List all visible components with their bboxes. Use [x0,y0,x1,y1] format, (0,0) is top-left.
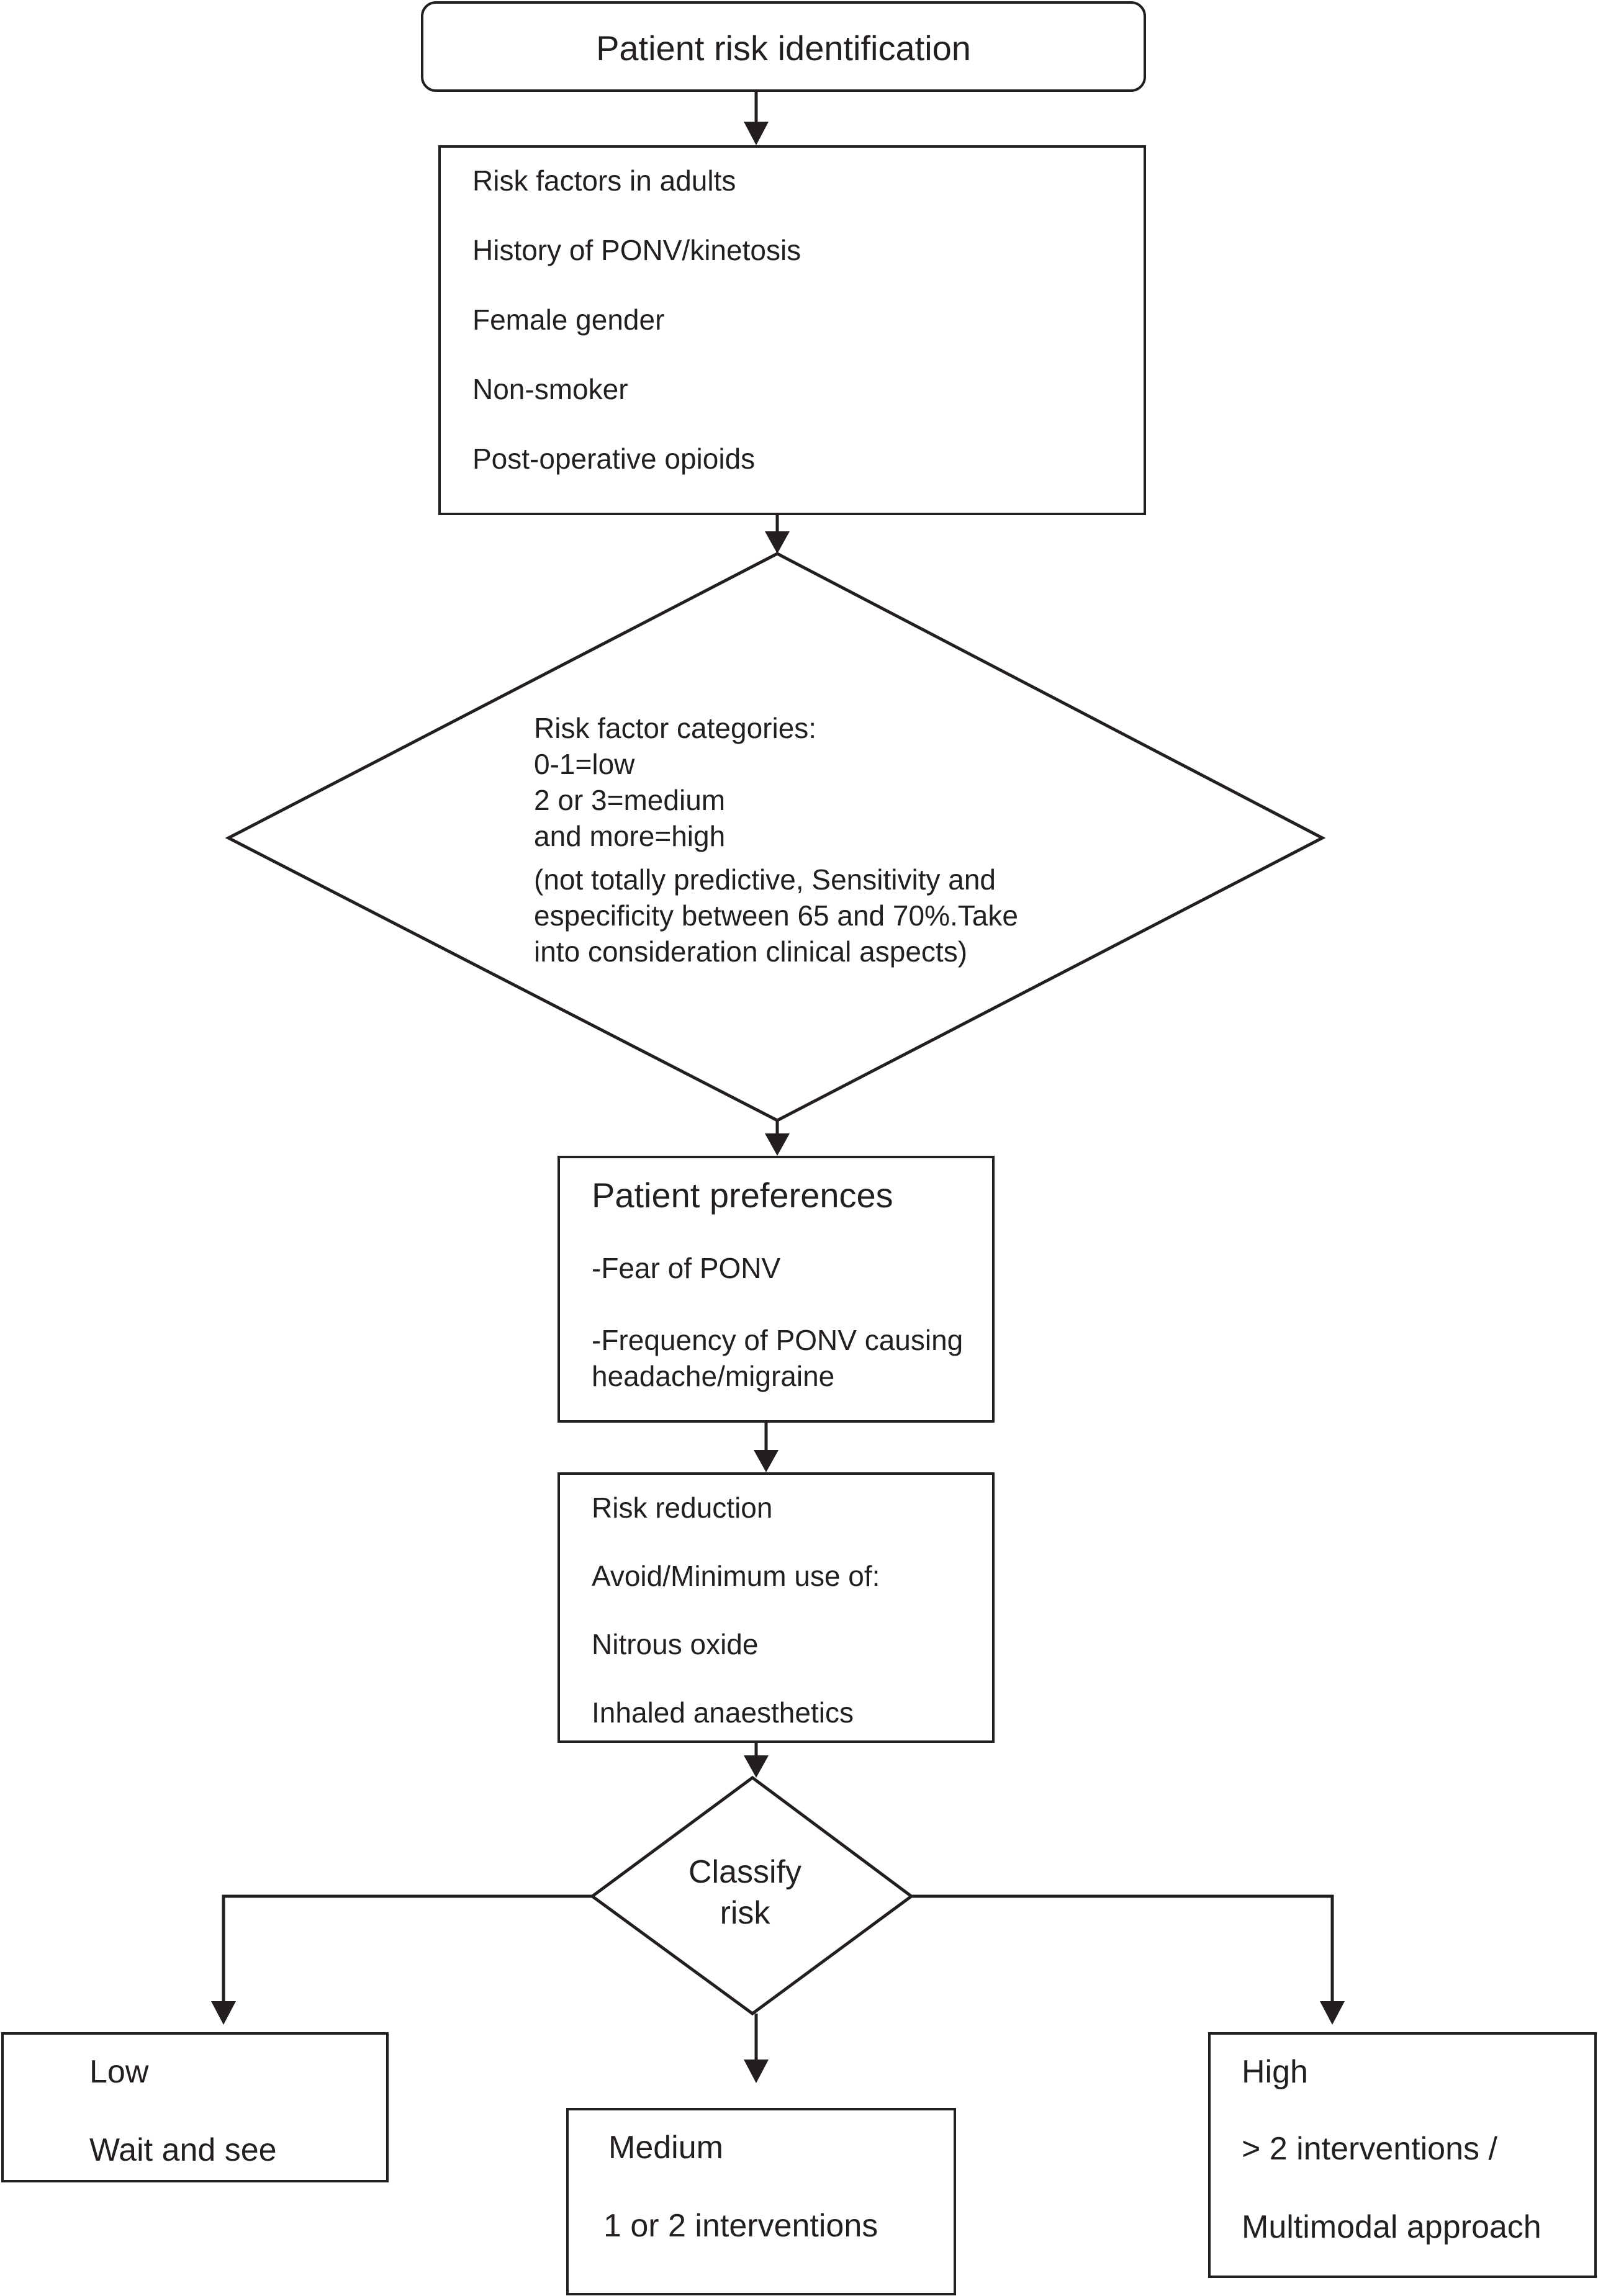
high-risk-box: High > 2 interventions / Multimodal appr… [1208,2032,1597,2278]
categories-line: Risk factor categories: [534,712,817,744]
arrowhead [765,1133,790,1156]
start-node: Patient risk identification [421,1,1146,92]
classify-line: risk [720,1895,770,1931]
classify-line: Classify [688,1854,802,1890]
risk-factor-item: Post-operative opioids [472,443,756,475]
arrowhead [754,1450,779,1472]
high-risk-action: > 2 interventions / [1242,2131,1497,2167]
categories-decision-diamond [225,552,1326,1122]
medium-risk-action: 1 or 2 interventions [603,2208,878,2244]
arrowhead [744,2060,769,2083]
low-risk-box: Low Wait and see [1,2032,389,2182]
classify-decision-diamond [589,1775,914,2016]
medium-risk-title: Medium [608,2130,723,2166]
categories-note-line: especificity between 65 and 70%.Take [534,899,1018,932]
risk-factors-box: Risk factors in adults History of PONV/k… [438,145,1146,515]
arrowhead [765,531,790,554]
classify-text: Classify risk [646,1856,844,1943]
categories-line: 2 or 3=medium [534,784,726,816]
reduction-title: Risk reduction [592,1492,773,1524]
arrow-classify-to-low [222,1894,592,2004]
arrowhead [211,2001,236,2025]
reduction-item: Nitrous oxide [592,1628,759,1660]
arrow-classify-to-high [911,1894,1334,2004]
arrowhead [744,1755,769,1778]
start-label: Patient risk identification [596,29,971,68]
categories-line: 0-1=low [534,748,635,780]
risk-reduction-box: Risk reduction Avoid/Minimum use of: Nit… [557,1472,995,1743]
preferences-item: -Frequency of PONV causing [592,1324,964,1356]
preferences-item: headache/migraine [592,1360,835,1392]
preferences-title: Patient preferences [592,1176,893,1215]
low-risk-title: Low [89,2054,149,2090]
medium-risk-box: Medium 1 or 2 interventions [566,2108,956,2295]
reduction-subtitle: Avoid/Minimum use of: [592,1560,880,1592]
arrowhead [1320,2001,1345,2025]
categories-line: and more=high [534,820,726,852]
risk-factor-item: Female gender [472,304,665,336]
risk-factor-item: History of PONV/kinetosis [472,234,801,266]
risk-factors-title: Risk factors in adults [472,164,736,197]
categories-note-line: into consideration clinical aspects) [534,935,968,968]
reduction-item: Inhaled anaesthetics [592,1696,854,1729]
patient-preferences-box: Patient preferences -Fear of PONV -Frequ… [557,1156,995,1423]
high-risk-action: Multimodal approach [1242,2209,1542,2245]
risk-factor-item: Non-smoker [472,373,628,405]
arrowhead [744,122,769,145]
categories-text: Risk factor categories: 0-1=low 2 or 3=m… [534,714,1080,975]
low-risk-action: Wait and see [89,2132,277,2168]
high-risk-title: High [1242,2054,1308,2090]
categories-note-line: (not totally predictive, Sensitivity and [534,863,996,896]
preferences-item: -Fear of PONV [592,1252,781,1284]
